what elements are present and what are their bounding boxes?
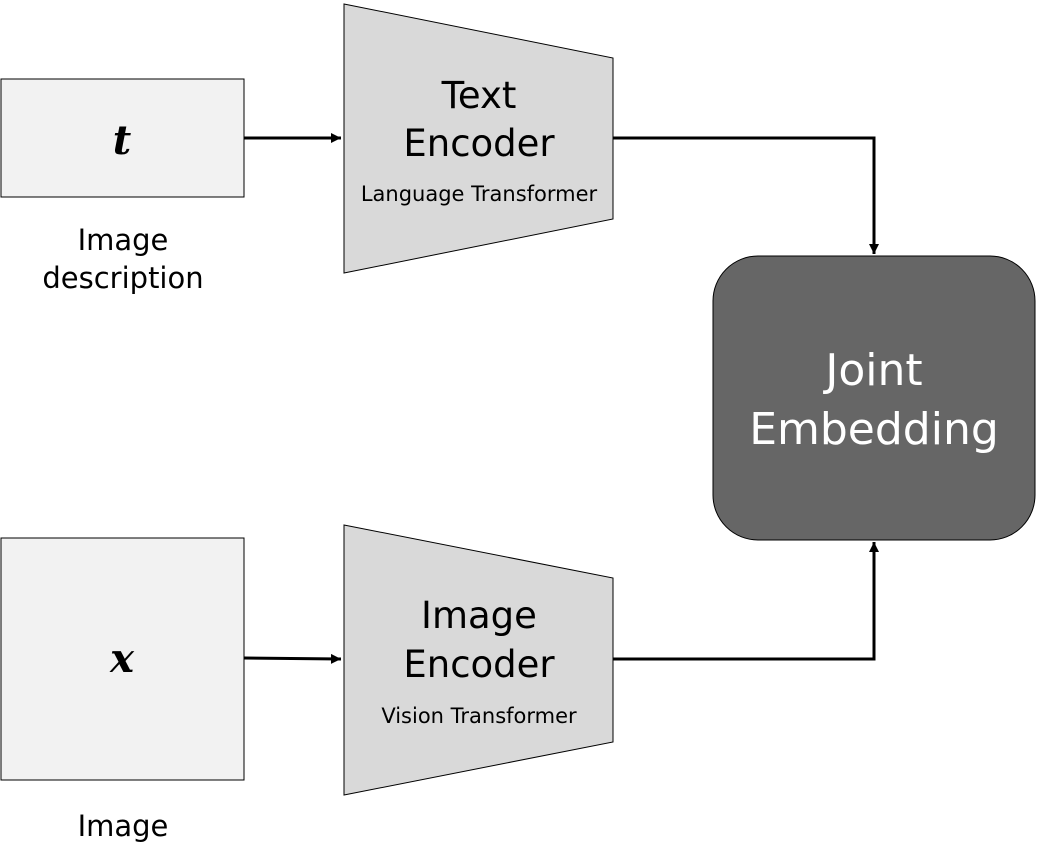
text-input-caption-line1: Image	[78, 223, 169, 257]
image-input-symbol: x	[109, 635, 135, 682]
arrow-text-encoder-to-joint	[613, 136, 879, 254]
image-encoder-subtitle: Vision Transformer	[381, 704, 577, 728]
text-input-caption-line2: description	[42, 261, 203, 295]
text-input-symbol: t	[113, 117, 132, 164]
text-encoder-subtitle: Language Transformer	[361, 182, 598, 206]
text-encoder-title-line1: Text	[441, 74, 517, 117]
joint-embedding-line1: Joint	[822, 345, 922, 396]
joint-embedding-line2: Embedding	[749, 404, 999, 455]
text-encoder-title-line2: Encoder	[403, 122, 555, 165]
text-input-box	[0, 78, 245, 198]
image-input-box	[0, 537, 245, 781]
text-encoder-shape	[343, 3, 614, 274]
arrow-image-encoder-to-joint	[613, 542, 879, 661]
image-encoder-title-line1: Image	[421, 594, 537, 637]
image-encoder-shape	[343, 524, 614, 796]
arrow-image-to-encoder	[243, 653, 342, 664]
image-input-caption: Image	[78, 809, 169, 843]
joint-embedding-box	[712, 255, 1036, 541]
image-encoder-title-line2: Encoder	[403, 643, 555, 686]
